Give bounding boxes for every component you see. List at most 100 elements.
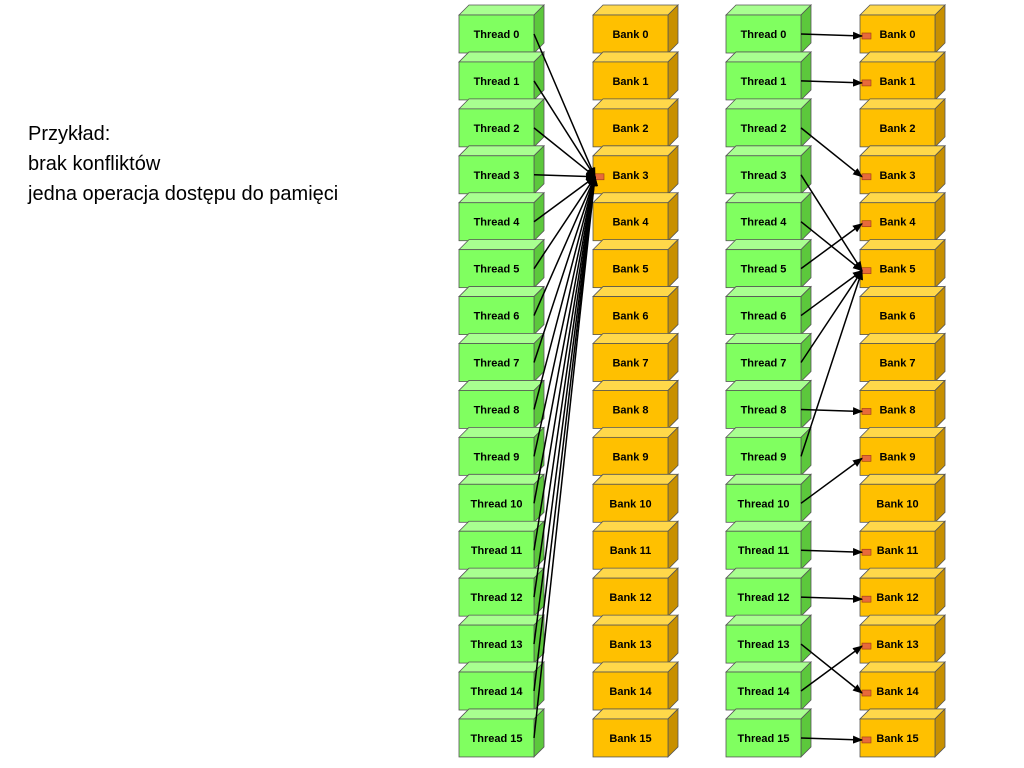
right-thread-11: Thread 11 (725, 520, 812, 571)
right-bank-0-port-marker (861, 32, 872, 40)
left-thread-9: Thread 9 (458, 426, 545, 477)
bank-label: Bank 0 (612, 29, 648, 41)
thread-label: Thread 3 (741, 170, 787, 182)
right-thread-10: Thread 10 (725, 473, 812, 524)
bank-label: Bank 14 (609, 686, 652, 698)
right-arrow-thread-10-to-bank-9 (800, 457, 863, 504)
left-bank-12: Bank 12 (592, 567, 679, 618)
bank-label: Bank 2 (879, 123, 915, 135)
bank-label: Bank 15 (876, 733, 918, 745)
right-bank-1: Bank 1 (859, 50, 946, 101)
thread-label: Thread 11 (471, 545, 522, 557)
thread-label: Thread 5 (741, 264, 787, 276)
right-bank-6: Bank 6 (859, 285, 946, 336)
thread-label: Thread 6 (741, 311, 787, 323)
left-thread-6: Thread 6 (458, 285, 545, 336)
bank-label: Bank 8 (879, 404, 915, 416)
thread-label: Thread 14 (471, 686, 524, 698)
right-bank-4-port-marker (861, 220, 872, 228)
caption-title: Przykład: (28, 123, 111, 145)
thread-label: Thread 4 (474, 217, 521, 229)
left-arrow-thread-6-to-bank-3 (533, 175, 596, 316)
left-bank-5: Bank 5 (592, 238, 679, 289)
left-thread-7: Thread 7 (458, 332, 545, 383)
left-bank-6: Bank 6 (592, 285, 679, 336)
thread-label: Thread 3 (474, 170, 520, 182)
thread-label: Thread 7 (741, 358, 787, 370)
thread-label: Thread 4 (741, 217, 788, 229)
right-thread-3: Thread 3 (725, 144, 812, 195)
left-bank-3: Bank 3 (592, 144, 679, 195)
right-bank-14: Bank 14 (859, 661, 946, 711)
right-thread-9: Thread 9 (725, 426, 812, 477)
bank-label: Bank 12 (609, 592, 651, 604)
thread-label: Thread 13 (471, 639, 523, 651)
bank-label: Bank 10 (609, 498, 651, 510)
left-thread-11: Thread 11 (458, 520, 545, 571)
bank-label: Bank 4 (612, 217, 649, 229)
thread-label: Thread 0 (741, 29, 787, 41)
left-bank-9: Bank 9 (592, 426, 679, 477)
thread-label: Thread 7 (474, 358, 520, 370)
right-bank-14-port-marker (861, 689, 872, 697)
left-thread-0: Thread 0 (458, 4, 545, 54)
right-arrow-layer (800, 31, 872, 744)
thread-label: Thread 2 (474, 123, 520, 135)
left-thread-1: Thread 1 (458, 50, 545, 101)
left-arrow-thread-10-to-bank-3 (533, 175, 598, 504)
thread-label: Thread 9 (474, 451, 520, 463)
bank-label: Bank 8 (612, 404, 648, 416)
right-arrow-thread-1-to-bank-1 (800, 78, 863, 87)
right-bank-3: Bank 3 (859, 144, 946, 195)
right-bank-13-port-marker (861, 642, 872, 650)
right-bank-11: Bank 11 (859, 520, 946, 571)
left-bank-11: Bank 11 (592, 520, 679, 571)
right-thread-6: Thread 6 (725, 285, 812, 336)
left-arrow-thread-0-to-bank-3 (533, 33, 596, 178)
bank-label: Bank 4 (879, 217, 916, 229)
bank-label: Bank 3 (612, 170, 648, 182)
thread-label: Thread 5 (474, 264, 520, 276)
right-arrow-thread-2-to-bank-3 (800, 127, 863, 178)
left-arrow-thread-15-to-bank-3 (533, 175, 599, 739)
right-arrow-thread-12-to-bank-12 (800, 594, 863, 603)
bank-label: Bank 5 (612, 264, 648, 276)
thread-label: Thread 10 (471, 498, 523, 510)
right-thread-12: Thread 12 (725, 567, 812, 618)
caption-line-single-access: jedna operacja dostępu do pamięci (28, 183, 339, 205)
thread-label: Thread 6 (474, 311, 520, 323)
left-arrow-thread-7-to-bank-3 (533, 175, 596, 363)
right-bank-5: Bank 5 (859, 238, 946, 289)
left-bank-0: Bank 0 (592, 4, 679, 54)
left-bank-8: Bank 8 (592, 379, 679, 430)
left-bank-14: Bank 14 (592, 661, 679, 711)
right-arrow-thread-15-to-bank-15 (800, 735, 863, 744)
bank-label: Bank 1 (612, 76, 648, 88)
right-bank-9: Bank 9 (859, 426, 946, 477)
right-arrow-thread-14-to-bank-13 (800, 645, 863, 692)
left-thread-2: Thread 2 (458, 97, 545, 148)
thread-label: Thread 8 (474, 404, 520, 416)
right-bank-9-port-marker (861, 455, 872, 462)
bank-label: Bank 0 (879, 29, 915, 41)
right-bank-4: Bank 4 (859, 191, 946, 242)
thread-label: Thread 8 (741, 404, 787, 416)
right-bank-12: Bank 12 (859, 567, 946, 618)
left-arrow-thread-2-to-bank-3 (533, 127, 596, 178)
right-arrow-thread-9-to-bank-5 (800, 269, 863, 457)
left-bank-3-port-marker (594, 173, 605, 181)
thread-label: Thread 14 (738, 686, 791, 698)
bank-label: Bank 1 (879, 76, 915, 88)
left-arrow-thread-5-to-bank-3 (533, 175, 596, 270)
left-thread-8: Thread 8 (458, 379, 545, 430)
right-bank-7: Bank 7 (859, 332, 946, 383)
left-arrow-thread-11-to-bank-3 (533, 175, 598, 551)
thread-label: Thread 1 (741, 76, 787, 88)
bank-label: Bank 13 (876, 639, 918, 651)
left-thread-4: Thread 4 (458, 191, 545, 242)
thread-label: Thread 12 (738, 592, 790, 604)
right-thread-15: Thread 15 (725, 707, 812, 758)
right-thread-2: Thread 2 (725, 97, 812, 148)
bank-label: Bank 13 (609, 639, 651, 651)
